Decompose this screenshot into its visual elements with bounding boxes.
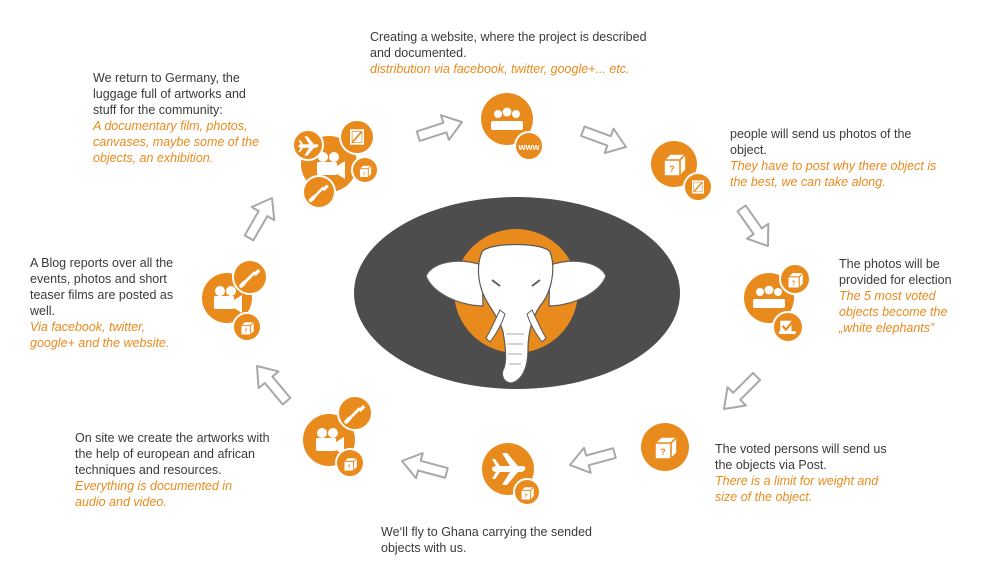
fly-icon-cluster xyxy=(482,443,541,506)
website-icon-cluster: www xyxy=(481,93,544,161)
step-fly-text: We‘ll fly to Ghana carrying the sended o… xyxy=(381,525,592,555)
photos-icon-cluster xyxy=(651,141,713,202)
flow-arrow xyxy=(236,190,285,246)
step-website-text: Creating a website, where the project is… xyxy=(370,30,647,76)
return-icon-cluster xyxy=(292,119,379,209)
flow-arrow xyxy=(565,439,619,479)
election-icon-cluster xyxy=(744,263,811,343)
svg-text:www: www xyxy=(517,142,540,152)
elephant-head-icon xyxy=(425,229,607,384)
flow-arrow xyxy=(413,108,468,150)
step-onsite-text: On site we create the artworks with the … xyxy=(75,431,270,509)
step-election-text: The photos will be provided for election… xyxy=(839,257,952,335)
step-photos-text: people will send us photos of the object… xyxy=(730,127,937,189)
flow-arrow xyxy=(577,118,632,161)
flow-arrow xyxy=(713,366,767,420)
flow-arrow xyxy=(397,447,451,487)
flow-arrow xyxy=(246,356,298,411)
onsite-icon-cluster xyxy=(303,395,373,478)
step-blog-text: A Blog reports over all the events, phot… xyxy=(30,256,174,350)
post-icon-cluster xyxy=(641,423,689,471)
step-return-text: We return to Germany, the luggage full o… xyxy=(93,71,260,165)
blog-icon-cluster xyxy=(202,259,268,342)
flow-arrow xyxy=(729,199,780,255)
step-post-text: The voted persons will send us the objec… xyxy=(715,442,887,504)
